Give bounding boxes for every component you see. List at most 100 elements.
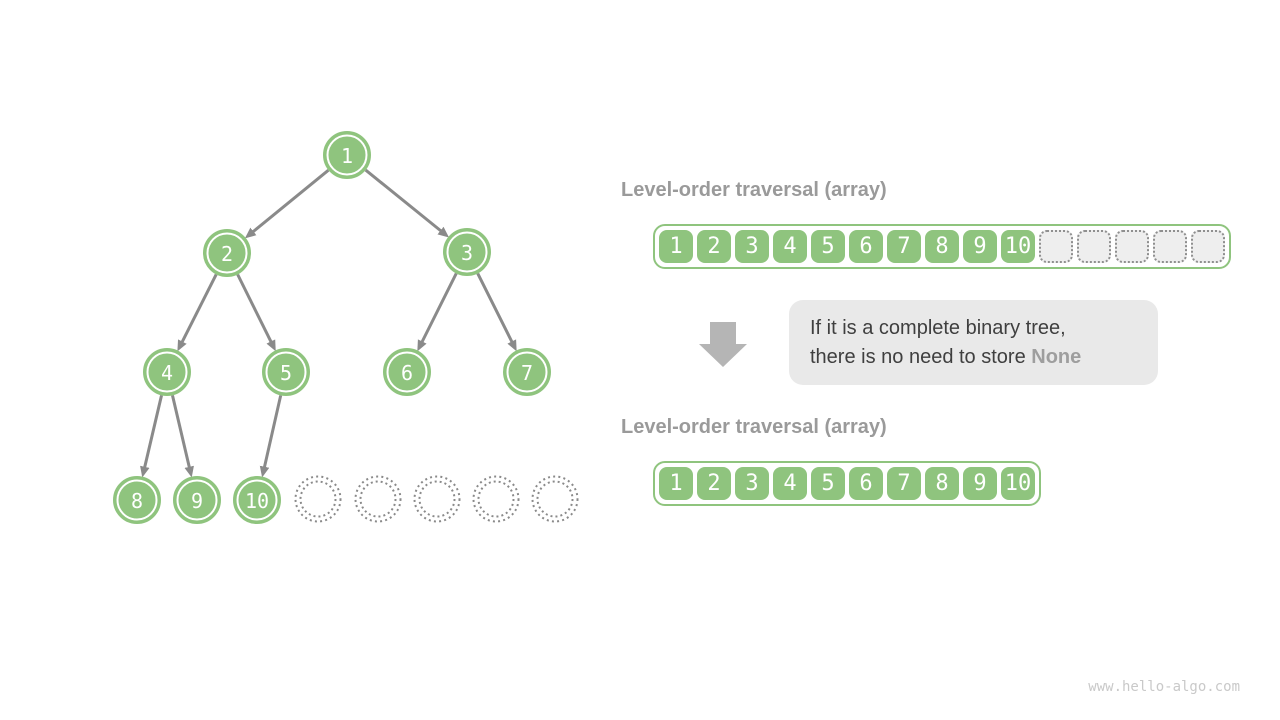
tree-node-circle [203, 229, 251, 277]
tree-edge [171, 395, 194, 478]
tree-edge [140, 395, 163, 478]
tree-node-circle [173, 476, 221, 524]
empty-node-placeholder [294, 475, 342, 523]
tree-node-inner-ring [326, 134, 368, 176]
array-empty-cell [1191, 230, 1225, 263]
tree-node-inner-ring [265, 351, 307, 393]
array-cell: 8 [925, 467, 959, 500]
tree-node-circle [233, 476, 281, 524]
tree-node-inner-ring [146, 351, 188, 393]
tree-edge [417, 272, 458, 352]
down-arrow-icon [699, 322, 747, 367]
array-cell: 10 [1001, 230, 1035, 263]
array-empty-cell [1039, 230, 1073, 263]
tree-node-circle [383, 348, 431, 396]
tree-node-inner-ring [176, 479, 218, 521]
note-line-2-text: there is no need to store [810, 346, 1032, 368]
array-cell: 6 [849, 467, 883, 500]
array-cell: 5 [811, 230, 845, 263]
empty-node-placeholder [472, 475, 520, 523]
tree-node-circle [503, 348, 551, 396]
none-keyword: None [1031, 346, 1082, 368]
watermark: www.hello-algo.com [1088, 679, 1240, 695]
empty-node-outer-ring [294, 475, 342, 523]
array-cell: 1 [659, 467, 693, 500]
tree-edge [244, 169, 330, 239]
tree-node-value: 1 [341, 144, 353, 168]
tree-node-6: 6 [383, 348, 431, 396]
array-cell: 2 [697, 467, 731, 500]
empty-node-inner-ring [359, 480, 397, 518]
tree-node-1: 1 [323, 131, 371, 179]
array-cell: 10 [1001, 467, 1035, 500]
tree-node-7: 7 [503, 348, 551, 396]
empty-node-outer-ring [354, 475, 402, 523]
array-cell: 9 [963, 467, 997, 500]
array-cell: 7 [887, 230, 921, 263]
array-cell: 4 [773, 230, 807, 263]
tree-node-circle [113, 476, 161, 524]
array-cell: 2 [697, 230, 731, 263]
tree-edge [476, 272, 517, 352]
tree-node-circle [143, 348, 191, 396]
empty-node-placeholder [354, 475, 402, 523]
tree-node-value: 3 [461, 241, 473, 265]
tree-node-value: 6 [401, 361, 413, 385]
tree-node-10: 10 [233, 476, 281, 524]
tree-node-value: 8 [131, 489, 143, 513]
array-cell: 9 [963, 230, 997, 263]
empty-node-inner-ring [299, 480, 337, 518]
empty-node-inner-ring [536, 480, 574, 518]
array-empty-cell [1153, 230, 1187, 263]
array-empty-cell [1115, 230, 1149, 263]
empty-node-placeholder [413, 475, 461, 523]
array-cell: 1 [659, 230, 693, 263]
tree-node-value: 9 [191, 489, 203, 513]
empty-node-outer-ring [531, 475, 579, 523]
tree-node-value: 2 [221, 242, 233, 266]
array-empty-cell [1077, 230, 1111, 263]
tree-node-value: 7 [521, 361, 533, 385]
note-line-2: there is no need to store None [810, 343, 1158, 372]
empty-node-inner-ring [418, 480, 456, 518]
tree-node-value: 4 [161, 361, 173, 385]
tree-edge [177, 273, 218, 352]
tree-node-value: 10 [245, 489, 269, 513]
empty-node-inner-ring [477, 480, 515, 518]
tree-node-inner-ring [236, 479, 278, 521]
tree-edge [259, 395, 283, 478]
tree-node-9: 9 [173, 476, 221, 524]
tree-node-inner-ring [116, 479, 158, 521]
tree-node-circle [323, 131, 371, 179]
array-cell: 5 [811, 467, 845, 500]
tree-node-inner-ring [446, 231, 488, 273]
tree-node-value: 5 [280, 361, 292, 385]
array-cell: 3 [735, 467, 769, 500]
tree-edge [236, 273, 276, 352]
array-label-top: Level-order traversal (array) [621, 179, 887, 201]
empty-node-placeholder [531, 475, 579, 523]
tree-node-circle [262, 348, 310, 396]
tree-node-inner-ring [506, 351, 548, 393]
tree-node-circle [443, 228, 491, 276]
array-cell: 7 [887, 467, 921, 500]
tree-node-4: 4 [143, 348, 191, 396]
tree-node-3: 3 [443, 228, 491, 276]
tree-node-inner-ring [386, 351, 428, 393]
array-cell: 8 [925, 230, 959, 263]
array-cell: 4 [773, 467, 807, 500]
empty-node-outer-ring [472, 475, 520, 523]
tree-node-inner-ring [206, 232, 248, 274]
array-label-bottom: Level-order traversal (array) [621, 416, 887, 438]
tree-edge [364, 168, 450, 238]
empty-node-outer-ring [413, 475, 461, 523]
note-box: If it is a complete binary tree, there i… [789, 300, 1158, 385]
tree-node-8: 8 [113, 476, 161, 524]
array-cell: 3 [735, 230, 769, 263]
tree-node-2: 2 [203, 229, 251, 277]
tree-node-5: 5 [262, 348, 310, 396]
note-line-1: If it is a complete binary tree, [810, 317, 1066, 339]
